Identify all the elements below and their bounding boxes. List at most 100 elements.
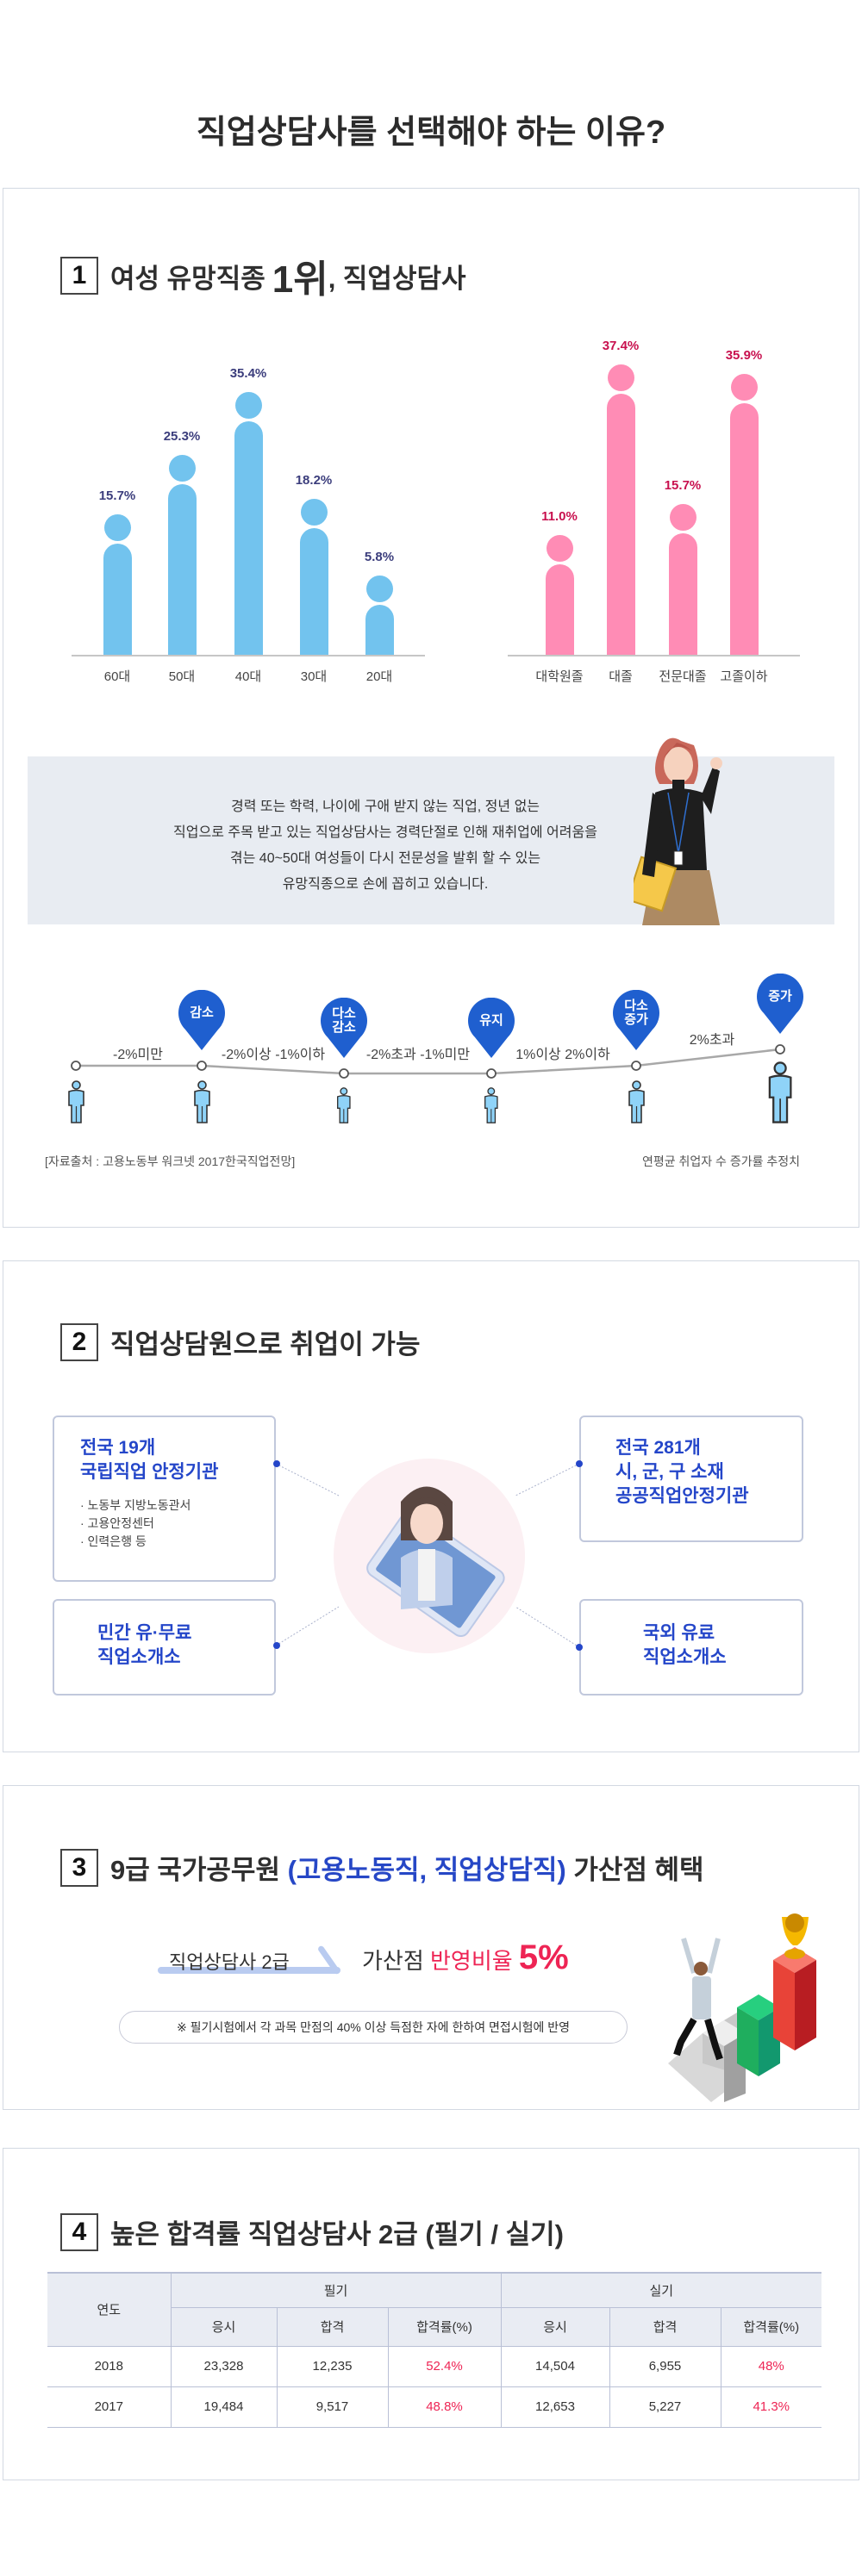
section-female-promising-job xyxy=(3,188,859,1228)
bar-head xyxy=(103,513,131,541)
employment-trend-line xyxy=(71,1044,785,1079)
cell: 9,517 xyxy=(276,2386,389,2428)
card-item: · 노동부 지방노동관서 xyxy=(80,1498,191,1512)
section-number: 3 xyxy=(60,1848,98,1887)
bar xyxy=(606,393,635,655)
category-label: 60대 xyxy=(103,669,131,684)
education-chart-axis xyxy=(508,655,800,656)
bar-head xyxy=(168,454,196,482)
pin-label: 유지 xyxy=(479,1013,503,1028)
page-title: 직업상담사를 선택해야 하는 이유? xyxy=(196,115,666,151)
trend-point xyxy=(197,1061,207,1071)
section-number: 4 xyxy=(60,2212,98,2251)
trend-point xyxy=(339,1068,349,1079)
cell: 6,955 xyxy=(609,2345,721,2387)
card-items: · 노동부 지방노동관서 · 고용안정센터 · 인력은행 등 xyxy=(80,1496,248,1551)
cell: 14,504 xyxy=(500,2345,610,2387)
bar-head xyxy=(300,498,328,526)
info-line: 경력 또는 학력, 나이에 구애 받지 않는 직업, 정년 없는 xyxy=(230,800,540,814)
cell-rate: 52.4% xyxy=(387,2345,502,2387)
map-pin-icon xyxy=(757,974,803,1034)
map-pin-icon xyxy=(613,990,659,1050)
bonus-label: 가산점 xyxy=(362,1948,424,1974)
cell: 12,235 xyxy=(276,2345,389,2387)
cell-rate: 48.8% xyxy=(387,2386,502,2428)
bar xyxy=(299,527,328,655)
source-citation: [자료출처 : 고용노동부 워크넷 2017한국직업전망] xyxy=(45,1154,296,1168)
card-overseas-agencies: 국외 유료 직업소개소 xyxy=(579,1599,803,1696)
card-public-agencies: 전국 281개 시, 군, 구 소재 공공직업안정기관 xyxy=(579,1416,803,1542)
section-number: 1 xyxy=(60,257,98,295)
card-title: 공공직업안정기관 xyxy=(615,1486,749,1506)
column-header: 합격률(%) xyxy=(720,2306,821,2347)
info-text: 경력 또는 학력, 나이에 구애 받지 않는 직업, 정년 없는 직업으로 주목… xyxy=(157,794,614,898)
heading-text-post: 가산점 혜택 xyxy=(573,1855,704,1885)
certificate-grade: 직업상담사 2급 xyxy=(169,1951,290,1973)
bar-head xyxy=(669,504,696,532)
card-title: 국립직업 안정기관 xyxy=(80,1462,219,1482)
bar xyxy=(167,483,197,655)
bar-value-label: 25.3% xyxy=(163,428,201,444)
info-line: 겪는 40~50대 여성들이 다시 전문성을 발휘 할 수 있는 xyxy=(229,851,541,866)
category-label: 30대 xyxy=(300,669,328,684)
connector-dot xyxy=(576,1644,583,1651)
table-row: 2018 23,328 12,235 52.4% 14,504 6,955 48… xyxy=(47,2345,821,2387)
info-line: 직업으로 주목 받고 있는 직업상담사는 경력단절로 인해 재취업에 어려움을 xyxy=(173,825,597,840)
bar xyxy=(668,533,697,655)
card-title: 시, 군, 구 소재 xyxy=(615,1462,724,1482)
category-label: 고졸이하 xyxy=(720,669,768,684)
connector-lines xyxy=(275,1463,580,1648)
category-label: 50대 xyxy=(168,669,196,684)
bar xyxy=(234,421,263,655)
heading-text-post: , 직업상담사 xyxy=(328,263,466,294)
practical-exam-header: 실기 xyxy=(500,2272,821,2308)
map-pin-icon xyxy=(178,990,225,1050)
bar-value-label: 35.9% xyxy=(725,347,763,363)
trend-point xyxy=(775,1044,785,1055)
ratio-label: 반영비율 xyxy=(430,1948,513,1974)
section4-heading: 4 높은 합격률 직업상담사 2급 (필기 / 실기) xyxy=(60,2212,564,2251)
ratio-value: 5% xyxy=(518,1938,569,1976)
grade-underline xyxy=(158,1967,340,1974)
card-title: 직업소개소 xyxy=(97,1647,181,1667)
card-title: 국외 유료 xyxy=(643,1623,715,1643)
card-item: · 고용안정센터 xyxy=(80,1516,154,1530)
chart-note: 연평균 취업자 수 증가률 추정치 xyxy=(642,1154,800,1168)
year-header: 연도 xyxy=(47,2272,172,2347)
section3-heading: 3 9급 국가공무원 (고용노동직, 직업상담직) 가산점 혜택 xyxy=(60,1848,704,1887)
category-label: 전문대졸 xyxy=(659,669,707,684)
bonus-note: ※ 필기시험에서 각 과목 만점의 40% 이상 득점한 자에 한하여 면접시험… xyxy=(119,2011,628,2044)
range-label: 1%이상 2%이하 xyxy=(515,1048,610,1062)
status-pin: 감소 xyxy=(178,990,225,1050)
bar-head xyxy=(234,392,262,420)
counselor-phone-illustration xyxy=(334,1459,525,1653)
card-private-agencies: 민간 유·무료 직업소개소 xyxy=(53,1599,276,1696)
heading-text: 9급 국가공무원 xyxy=(110,1855,280,1885)
heading-text: 직업상담원으로 취업이 가능 xyxy=(110,1329,421,1360)
card-title: 전국 19개 xyxy=(80,1438,156,1458)
pin-label: 증가 xyxy=(768,989,792,1004)
status-pin: 증가 xyxy=(757,974,803,1034)
category-label: 40대 xyxy=(234,669,262,684)
map-pin-icon xyxy=(468,998,515,1058)
range-label: -2%초과 -1%미만 xyxy=(365,1048,471,1062)
table-row: 2017 19,484 9,517 48.8% 12,653 5,227 41.… xyxy=(47,2386,821,2428)
category-label: 20대 xyxy=(365,669,393,684)
trophy-podium-illustration xyxy=(668,1913,816,2102)
person-icon xyxy=(67,1080,84,1123)
heading-text: 높은 합격률 직업상담사 2급 (필기 / 실기) xyxy=(110,2219,564,2249)
bar-value-label: 11.0% xyxy=(541,508,578,524)
cell: 12,653 xyxy=(500,2386,610,2428)
range-label: -2%이상 -1%이하 xyxy=(221,1048,326,1062)
column-header: 합격 xyxy=(276,2306,389,2347)
range-label: -2%미만 xyxy=(113,1048,163,1062)
column-header: 합격 xyxy=(609,2306,721,2347)
connector-dot xyxy=(273,1460,280,1467)
trend-point xyxy=(486,1068,497,1079)
info-line: 유망직종으로 손에 꼽히고 있습니다. xyxy=(282,877,489,892)
column-header: 합격률(%) xyxy=(387,2306,502,2347)
range-label: 2%초과 xyxy=(689,1033,735,1048)
person-icon xyxy=(628,1080,645,1123)
bar xyxy=(729,402,759,655)
